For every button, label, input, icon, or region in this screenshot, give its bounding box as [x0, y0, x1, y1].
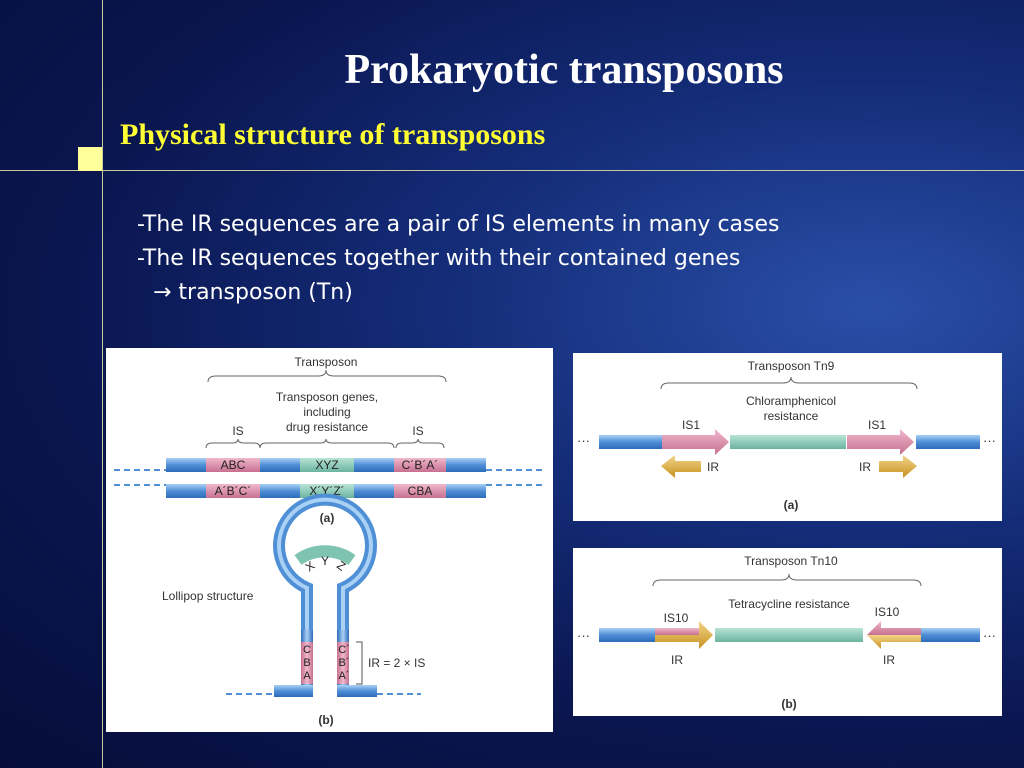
- bullet-1: -The IR sequences are a pair of IS eleme…: [137, 212, 780, 237]
- title-marker: [78, 147, 102, 171]
- loop-letter-y: Y: [321, 554, 329, 568]
- tn10-is-left-label: IS10: [664, 611, 689, 625]
- bottom-seq-abc-prime: A´B´C´: [215, 484, 252, 498]
- is-brace-right: [395, 438, 445, 449]
- stem-is-left: [301, 642, 313, 684]
- top-seq-xyz: XYZ: [315, 458, 338, 472]
- stem-right-b: B´: [339, 657, 350, 669]
- bottom-genes: [300, 484, 354, 498]
- tn9-is-right-label: IS1: [868, 418, 886, 432]
- tn9-ir-right-arrow: [879, 455, 917, 478]
- genes-brace: [259, 438, 395, 449]
- tn10-dna-right: [921, 628, 980, 642]
- top-seq-abc: ABC: [221, 458, 246, 472]
- transposon-label: Transposon: [295, 355, 358, 369]
- is-brace-left: [205, 438, 261, 449]
- tn9-is-right-arrow: [847, 429, 914, 455]
- stem-right-a: A´: [339, 670, 350, 682]
- stem-is-right: [337, 642, 349, 684]
- loop-genes-region: [294, 545, 356, 566]
- tn9-ir-right-label: IR: [859, 460, 871, 474]
- tn9-gene-line2: resistance: [764, 409, 819, 423]
- bottom-is-right: [394, 484, 446, 498]
- tn10-title: Transposon Tn10: [744, 554, 838, 568]
- top-seq-cba-prime: C´B´A´: [402, 458, 439, 472]
- tn10-brace: [652, 573, 922, 587]
- is-label-left: IS: [232, 424, 243, 438]
- tn9-gene-block: [730, 435, 846, 449]
- tn10-dna-left: [599, 628, 655, 642]
- tn9-ir-left-label: IR: [707, 460, 719, 474]
- lollipop-loop-inner: [277, 497, 373, 630]
- transposon-brace: [207, 369, 447, 383]
- bullet-3: → transposon (Tn): [153, 280, 353, 305]
- tn9-ir-left-arrow: [661, 455, 701, 478]
- tn10-is-right-label: IS10: [875, 605, 900, 619]
- horizontal-divider: [0, 170, 1024, 171]
- tn9-is-left-arrow: [662, 429, 729, 455]
- lollipop-base-right: [337, 685, 377, 697]
- tn9-figure: Transposon Tn9 Chloramphenicol resistanc…: [573, 353, 1002, 521]
- loop-letter-x: X: [303, 558, 318, 574]
- bullet-2: -The IR sequences together with their co…: [137, 246, 741, 271]
- tn10-ir-left-label: IR: [671, 653, 683, 667]
- bottom-is-left: [206, 484, 260, 498]
- tn9-caption: (a): [784, 498, 799, 512]
- stem-left-c: C: [303, 644, 311, 656]
- stem-left-b: B: [303, 657, 310, 669]
- tn9-dots-right: ···: [983, 433, 996, 448]
- tn10-figure: Transposon Tn10 Tetracycline resistance …: [573, 548, 1002, 716]
- slide-title: Prokaryotic transposons: [344, 47, 784, 93]
- bullet-list: -The IR sequences are a pair of IS eleme…: [137, 208, 779, 310]
- tn9-brace: [660, 376, 918, 390]
- tn10-is-right-arrow: [867, 621, 921, 635]
- stem-right-c: C´: [338, 644, 350, 656]
- transposon-structure-figure: Transposon Transposon genes, including d…: [106, 348, 553, 732]
- tn9-gene-line1: Chloramphenicol: [746, 394, 836, 408]
- caption-b: (b): [318, 713, 333, 727]
- tn10-dots-left: ···: [577, 628, 590, 643]
- genes-label-2: including: [303, 405, 350, 419]
- bottom-seq-cba: CBA: [408, 484, 433, 498]
- tn9-title: Transposon Tn9: [748, 359, 835, 373]
- top-is-right: [394, 458, 446, 472]
- caption-a: (a): [320, 511, 335, 525]
- genes-label-1: Transposon genes,: [276, 390, 378, 404]
- tn10-dots-right: ···: [983, 628, 996, 643]
- vertical-divider: [102, 0, 103, 768]
- ir-formula: IR = 2 × IS: [368, 656, 425, 670]
- tn9-dna-left: [599, 435, 663, 449]
- tn10-gene-block: [715, 628, 863, 642]
- tn10-ir-right-arrow: [867, 635, 921, 649]
- tn10-ir-left-arrow: [655, 621, 713, 649]
- top-genes: [300, 458, 354, 472]
- tn10-is-left: [655, 628, 701, 635]
- tn10-ir-right-label: IR: [883, 653, 895, 667]
- is-label-right: IS: [412, 424, 423, 438]
- genes-label-3: drug resistance: [286, 420, 368, 434]
- lollipop-base-left: [274, 685, 313, 697]
- tn9-dna-right: [916, 435, 980, 449]
- tn9-is-left-label: IS1: [682, 418, 700, 432]
- loop-letter-z: Z: [334, 558, 348, 574]
- tn10-gene-label: Tetracycline resistance: [728, 597, 850, 611]
- tn9-dots-left: ···: [577, 433, 590, 448]
- ir-bracket: [356, 641, 363, 685]
- stem-left-a: A: [303, 670, 311, 682]
- top-is-left: [206, 458, 260, 472]
- slide-subtitle: Physical structure of transposons: [120, 118, 546, 151]
- lollipop-label: Lollipop structure: [162, 589, 254, 603]
- tn10-caption: (b): [781, 697, 796, 711]
